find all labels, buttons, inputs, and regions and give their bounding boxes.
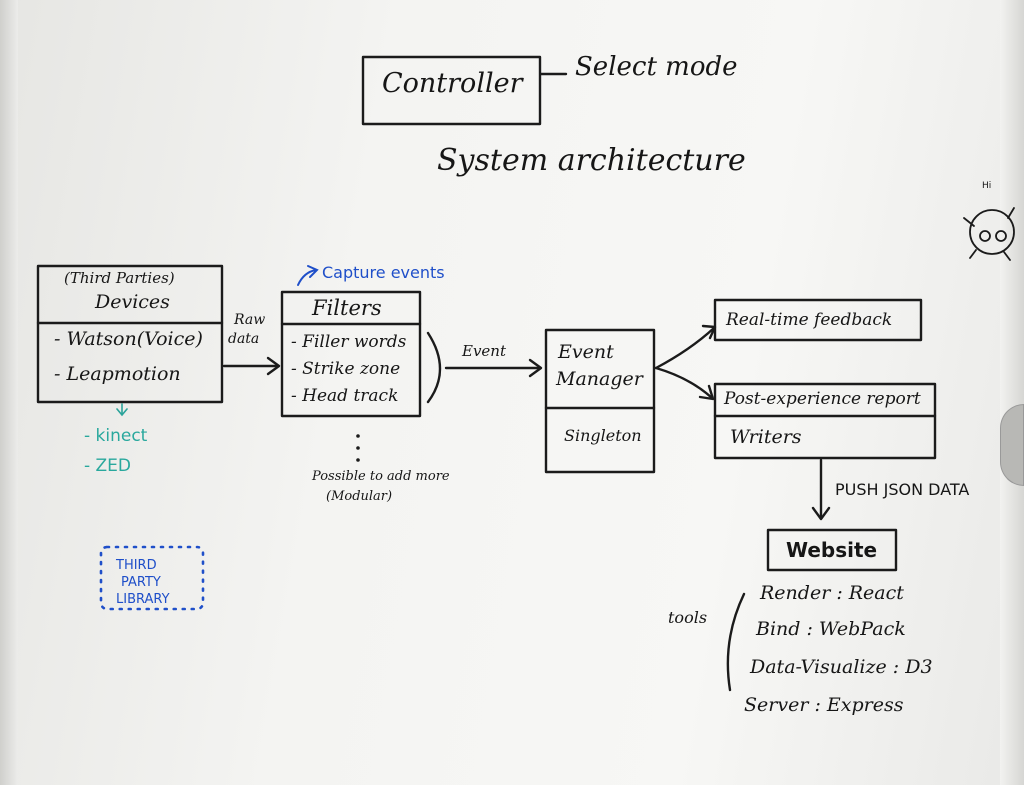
filters-more-dot — [356, 446, 360, 450]
devices-box — [36, 264, 224, 404]
filters-more-dot — [356, 434, 360, 438]
post-arrowhead — [698, 384, 715, 401]
event-manager-title-2: Manager — [556, 368, 643, 390]
tools-label: tools — [668, 608, 708, 627]
post-arrow — [654, 366, 714, 400]
doodle-label: Hi — [982, 181, 992, 191]
tools-bracket — [726, 592, 746, 692]
library-line-1: THIRD — [116, 558, 157, 573]
filters-bracket — [426, 331, 442, 404]
devices-header-line2: Devices — [95, 291, 170, 313]
filters-more-dot — [356, 458, 360, 462]
filters-item-filler-words: - Filler words — [291, 332, 407, 352]
devices-extra-zed: - ZED — [84, 456, 132, 476]
library-line-2: PARTY — [121, 575, 161, 590]
controller-box — [361, 55, 542, 126]
realtime-feedback-label: Real-time feedback — [726, 310, 893, 330]
push-json-label: PUSH JSON DATA — [835, 480, 970, 499]
devices-header-line1: (Third Parties) — [64, 269, 175, 287]
push-arrowhead — [811, 506, 831, 521]
website-box — [766, 528, 898, 572]
whiteboard-clip — [1000, 404, 1024, 486]
event-manager-box — [544, 328, 656, 474]
devices-extra-kinect: - kinect — [84, 426, 148, 446]
capture-events-note: Capture events — [322, 263, 445, 282]
tool-data-visualize: Data-Visualize : D3 — [750, 656, 933, 678]
event-manager-title-1: Event — [558, 341, 614, 363]
page-title: System architecture — [437, 143, 746, 178]
post-report-box — [713, 382, 937, 460]
filters-item-head-track: - Head track — [291, 386, 399, 406]
post-report-body: Writers — [730, 426, 802, 448]
realtime-box — [713, 298, 923, 342]
whiteboard-frame-right — [1000, 0, 1024, 785]
kinect-hint-arrow — [116, 403, 128, 417]
raw-data-arrowhead — [266, 356, 281, 376]
website-title: Website — [786, 538, 878, 562]
library-line-3: LIBRARY — [116, 592, 170, 607]
whiteboard-frame-left — [0, 0, 18, 785]
filters-more-note-2: (Modular) — [326, 489, 393, 504]
raw-data-label-1: Raw — [234, 312, 266, 328]
tool-render: Render : React — [760, 582, 904, 604]
third-party-library-box — [99, 545, 205, 611]
controller-label: Controller — [382, 68, 523, 99]
tool-server: Server : Express — [744, 694, 904, 716]
capture-events-arrow — [297, 265, 319, 286]
raw-data-label-2: data — [228, 331, 260, 347]
filters-box — [280, 290, 422, 418]
event-manager-body: Singleton — [564, 426, 642, 445]
filters-item-strike-zone: - Strike zone — [291, 359, 401, 379]
devices-item-leapmotion: - Leapmotion — [54, 363, 181, 385]
realtime-arrow — [654, 326, 716, 370]
tool-bind: Bind : WebPack — [756, 618, 906, 640]
controller-note: Select mode — [575, 52, 738, 82]
filters-more-note-1: Possible to add more — [312, 469, 450, 484]
devices-item-watson: - Watson(Voice) — [54, 328, 203, 350]
post-report-title: Post-experience report — [724, 389, 921, 409]
doodle-sketch — [963, 207, 1015, 261]
event-label: Event — [462, 342, 506, 360]
filters-title: Filters — [312, 296, 382, 320]
event-arrowhead — [528, 358, 543, 378]
